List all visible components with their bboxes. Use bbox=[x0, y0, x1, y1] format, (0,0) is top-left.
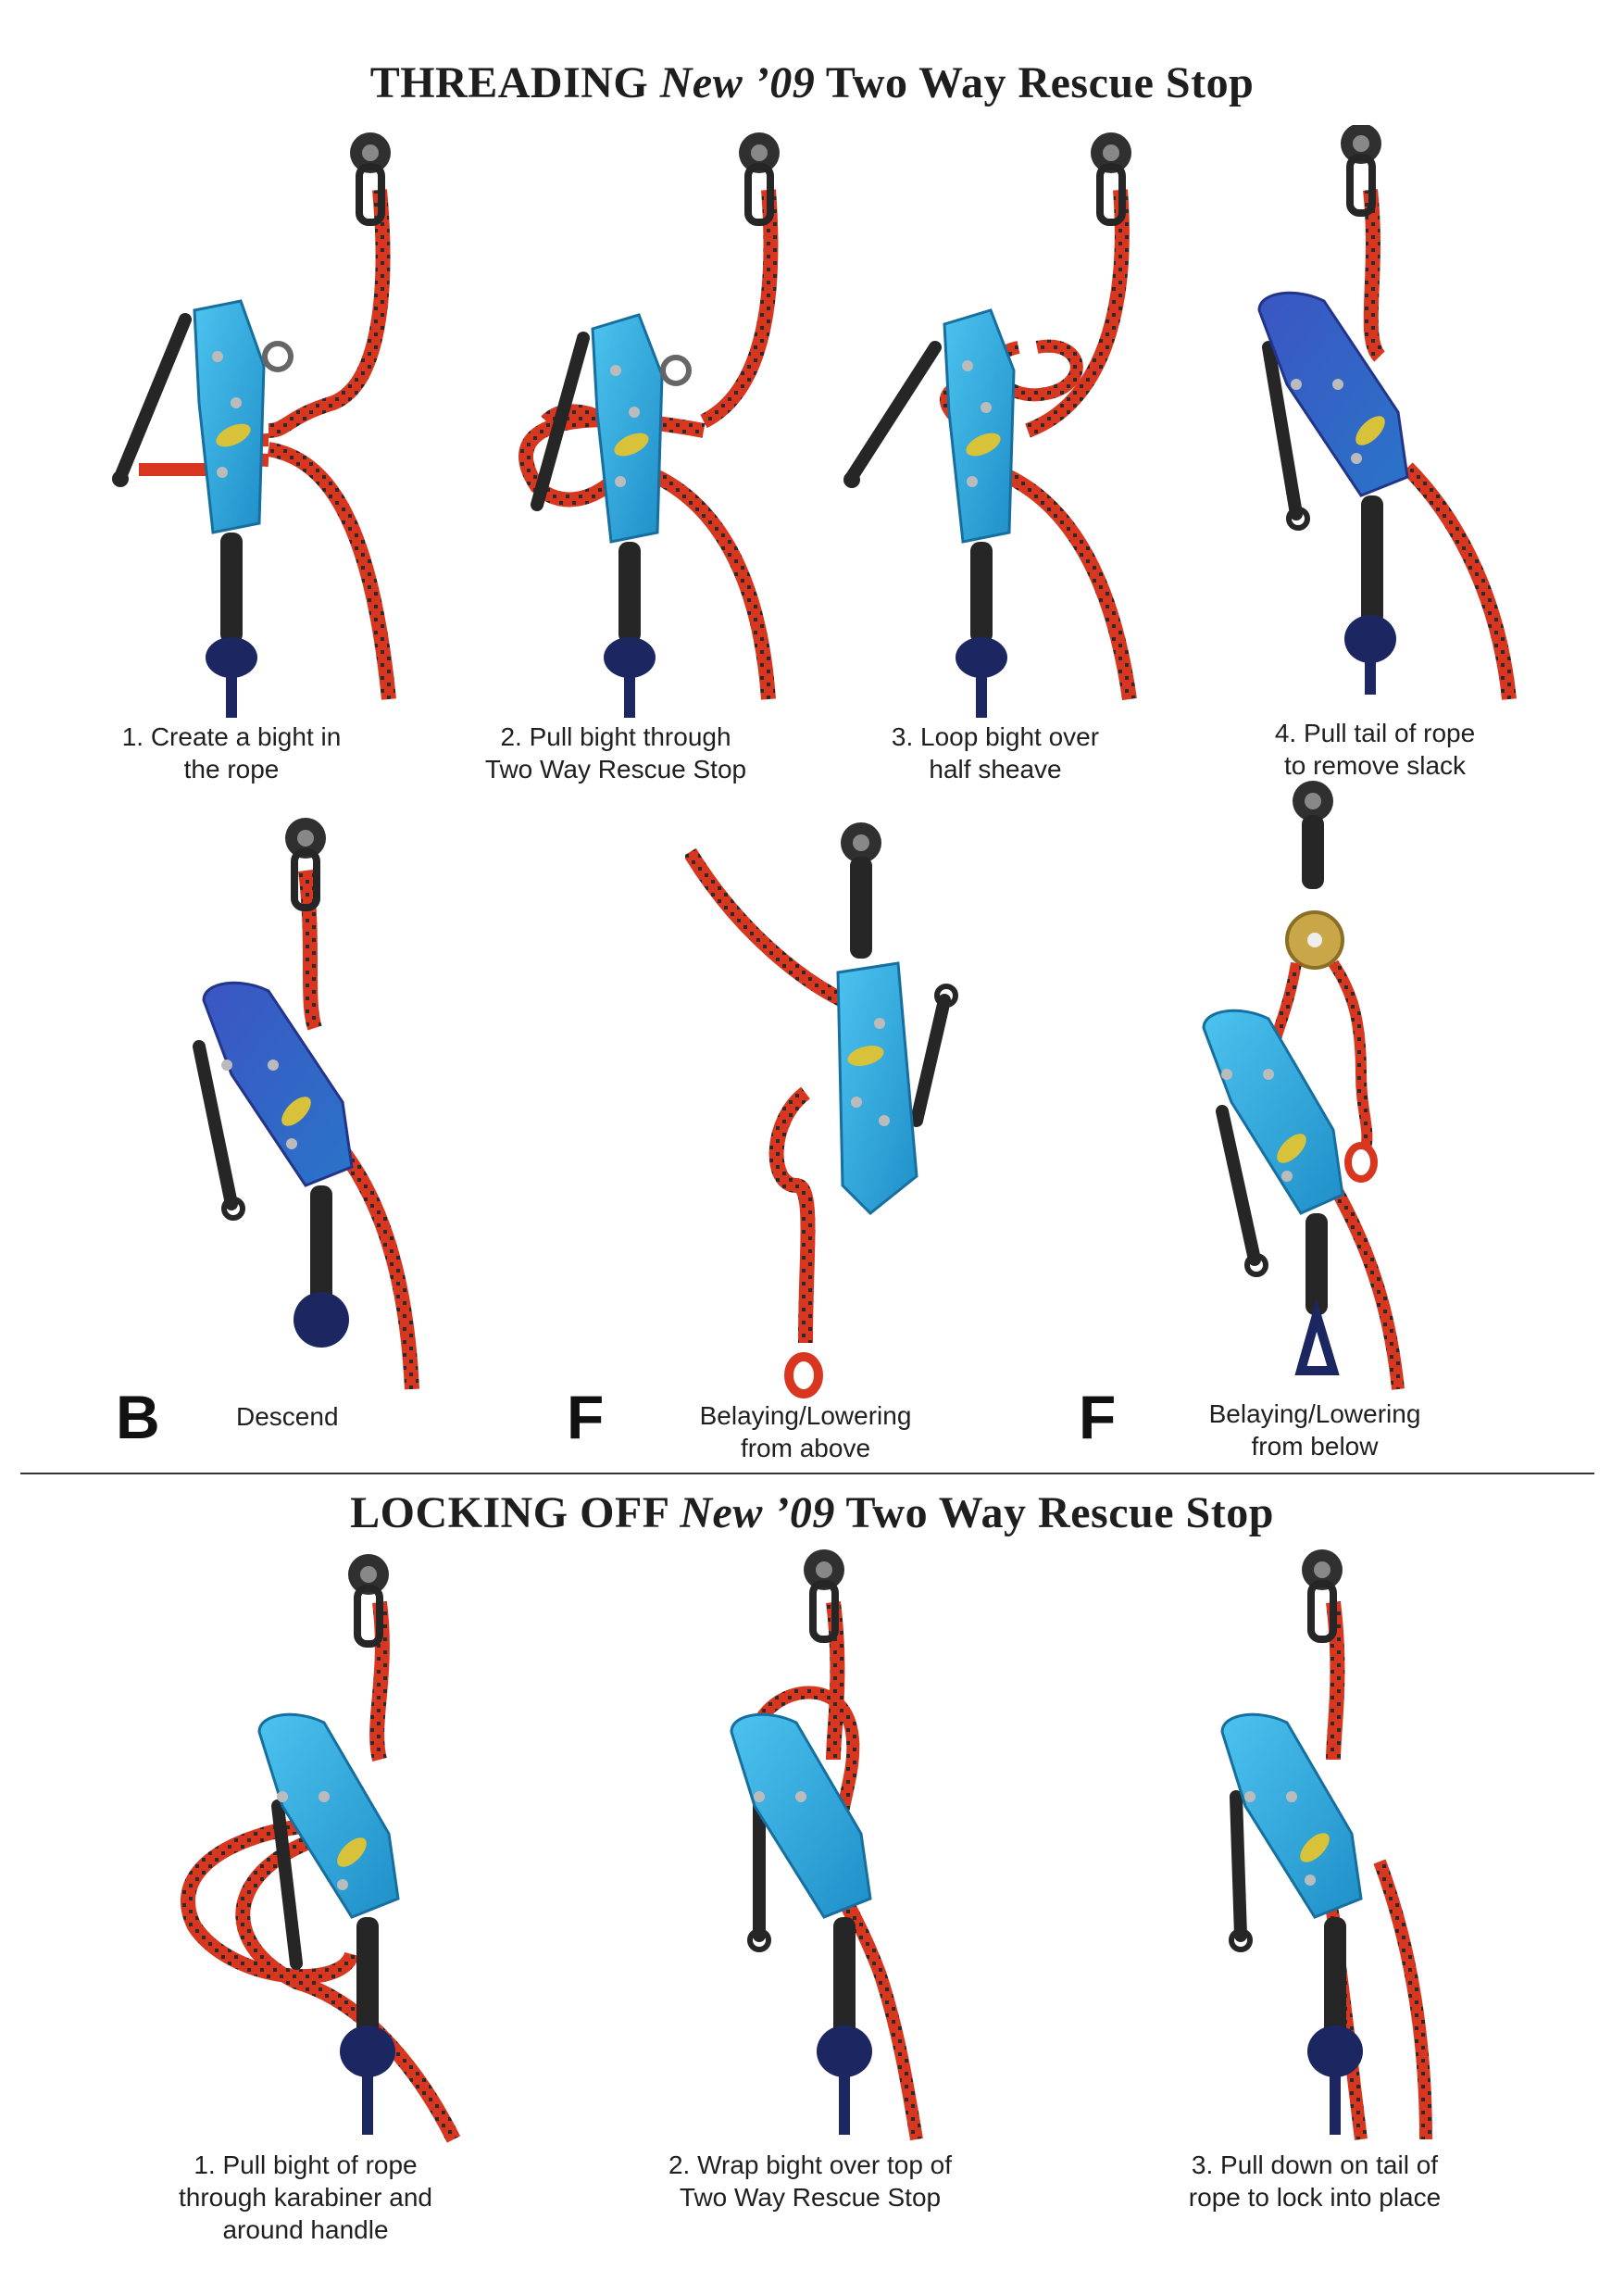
belay-from-above-caption: Belaying/Lowering from above bbox=[667, 1399, 944, 1464]
threading-title-part1: THREADING bbox=[369, 58, 649, 107]
descend-caption: Descend bbox=[236, 1400, 375, 1433]
mode-letter-belay-above: F bbox=[567, 1383, 605, 1451]
locking-step-1-illustration bbox=[176, 1547, 481, 2149]
caption-line: 1. Create a bight in bbox=[121, 722, 342, 751]
belay-from-above-illustration bbox=[685, 815, 991, 1398]
threading-step-4-caption: 4. Pull tail of rope to remove slack bbox=[1236, 717, 1514, 782]
caption-line: 3. Pull down on tail of bbox=[1191, 2150, 1439, 2179]
caption-line: half sheave bbox=[929, 755, 1062, 784]
belay-from-below-illustration bbox=[1176, 778, 1454, 1398]
threading-step-4-illustration bbox=[1222, 125, 1537, 718]
threading-title: THREADING New ’09 Two Way Rescue Stop bbox=[0, 57, 1624, 108]
caption-line: Descend bbox=[236, 1402, 339, 1431]
caption-line: the rope bbox=[183, 755, 280, 784]
belay-from-below-caption: Belaying/Lowering from below bbox=[1176, 1398, 1454, 1462]
caption-line: 3. Loop bight over bbox=[891, 722, 1100, 751]
threading-title-part3: Two Way Rescue Stop bbox=[825, 58, 1255, 107]
locking-step-2-illustration bbox=[704, 1547, 981, 2149]
locking-title-part3: Two Way Rescue Stop bbox=[845, 1488, 1274, 1537]
caption-line: rope to lock into place bbox=[1188, 2183, 1442, 2212]
threading-step-2-illustration bbox=[481, 125, 796, 718]
threading-step-1-illustration bbox=[102, 125, 417, 718]
caption-line: 4. Pull tail of rope bbox=[1274, 719, 1476, 747]
caption-line: 2. Pull bight through bbox=[500, 722, 731, 751]
locking-step-3-caption: 3. Pull down on tail of rope to lock int… bbox=[1157, 2149, 1472, 2213]
locking-title-part1: LOCKING OFF bbox=[350, 1488, 668, 1537]
caption-line: Belaying/Lowering bbox=[699, 1401, 912, 1430]
threading-title-part2: New ’09 bbox=[659, 58, 816, 107]
threading-step-3-caption: 3. Loop bight over half sheave bbox=[856, 721, 1134, 785]
caption-line: from above bbox=[740, 1434, 871, 1462]
caption-line: Belaying/Lowering bbox=[1208, 1399, 1421, 1428]
caption-line: Two Way Rescue Stop bbox=[484, 755, 747, 784]
threading-step-1-caption: 1. Create a bight in the rope bbox=[93, 721, 370, 785]
caption-line: 2. Wrap bight over top of bbox=[668, 2150, 953, 2179]
threading-step-3-illustration bbox=[833, 125, 1148, 718]
caption-line: from below bbox=[1251, 1432, 1379, 1461]
mode-letter-descend: B bbox=[116, 1383, 160, 1451]
locking-title-part2: New ’09 bbox=[680, 1488, 835, 1537]
threading-step-2-caption: 2. Pull bight through Two Way Rescue Sto… bbox=[468, 721, 764, 785]
section-divider bbox=[20, 1473, 1594, 1474]
locking-step-3-illustration bbox=[1194, 1547, 1472, 2149]
caption-line: around handle bbox=[222, 2215, 389, 2244]
locking-step-1-caption: 1. Pull bight of rope through karabiner … bbox=[148, 2149, 463, 2246]
caption-line: to remove slack bbox=[1283, 751, 1467, 780]
locking-off-title: LOCKING OFF New ’09 Two Way Rescue Stop bbox=[0, 1487, 1624, 1538]
caption-line: Two Way Rescue Stop bbox=[679, 2183, 942, 2212]
descend-illustration bbox=[176, 815, 454, 1398]
locking-step-2-caption: 2. Wrap bight over top of Two Way Rescue… bbox=[653, 2149, 968, 2213]
caption-line: 1. Pull bight of rope bbox=[194, 2150, 418, 2179]
caption-line: through karabiner and bbox=[179, 2183, 432, 2212]
mode-letter-belay-below: F bbox=[1079, 1383, 1117, 1451]
